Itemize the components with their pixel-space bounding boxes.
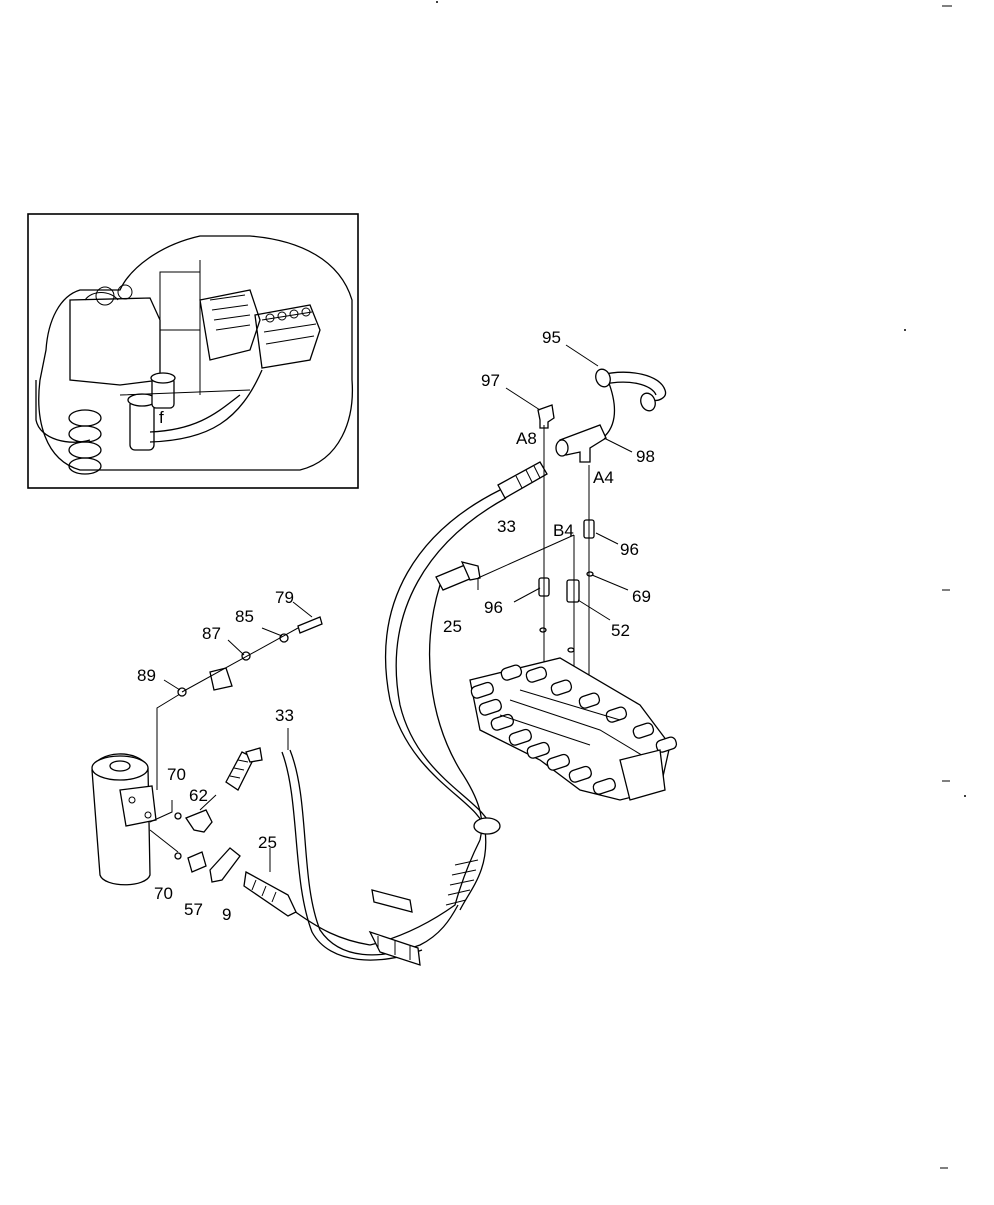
part-number-labels: 95 97 98 A8 A4 33 B4 96 69 25 96 52 79 8… (137, 328, 655, 924)
elbow-97 (537, 404, 555, 429)
hose-fitting-25-top (435, 561, 481, 591)
label-52: 52 (611, 621, 630, 640)
tee-98 (555, 424, 607, 463)
hose-fitting-33-top (497, 461, 548, 499)
label-A4: A4 (593, 468, 614, 487)
label-69: 69 (632, 587, 651, 606)
label-85: 85 (235, 607, 254, 626)
label-95: 95 (542, 328, 561, 347)
label-87: 87 (202, 624, 221, 643)
scan-marks (436, 1, 966, 1169)
label-A8: A8 (516, 429, 537, 448)
label-57: 57 (184, 900, 203, 919)
label-25-bottom: 25 (258, 833, 277, 852)
label-25-top: 25 (443, 617, 462, 636)
label-9: 9 (222, 905, 231, 924)
label-62: 62 (189, 786, 208, 805)
label-70-top: 70 (167, 765, 186, 784)
pipe-95 (595, 368, 667, 441)
pilot-filter-assembly (91, 616, 323, 917)
label-98: 98 (636, 447, 655, 466)
hoses (281, 489, 507, 961)
label-33-bottom: 33 (275, 706, 294, 725)
label-96-right: 96 (620, 540, 639, 559)
label-97: 97 (481, 371, 500, 390)
label-96-left: 96 (484, 598, 503, 617)
label-89: 89 (137, 666, 156, 685)
inset-frame (27, 213, 359, 489)
label-79: 79 (275, 588, 294, 607)
leader-lines (163, 344, 633, 872)
nipples (538, 519, 595, 653)
label-70-bottom: 70 (154, 884, 173, 903)
inset-detail-letter: f (159, 408, 164, 427)
label-33-top: 33 (497, 517, 516, 536)
machine-overview-inset: f (27, 213, 359, 489)
hose-clamps (368, 889, 421, 966)
label-B4: B4 (553, 521, 574, 540)
control-valve (469, 657, 678, 801)
